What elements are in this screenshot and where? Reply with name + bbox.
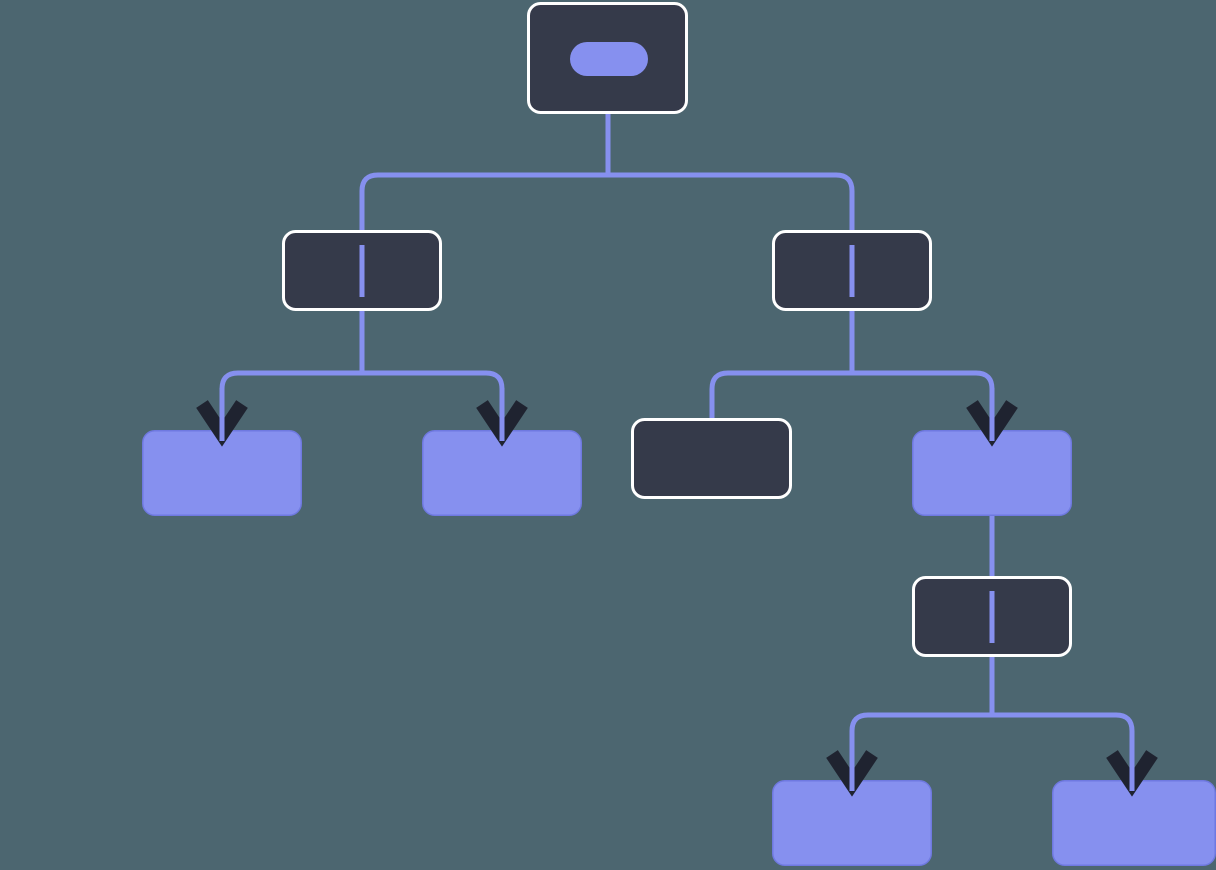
edge-n7-to-n9 [989, 643, 1135, 791]
node-n1-dark[interactable] [282, 230, 442, 311]
nodes-layer [142, 2, 1216, 866]
node-pill-glyph [570, 42, 648, 76]
edge-n0-to-n1 [359, 108, 611, 245]
node-n7-dark[interactable] [912, 576, 1072, 657]
node-n2-dark[interactable] [772, 230, 932, 311]
node-n5-dark[interactable] [631, 418, 792, 499]
node-body [631, 418, 792, 499]
node-n0-dark[interactable] [527, 2, 688, 114]
edge-tips-layer [219, 388, 1135, 791]
edges-layer [219, 108, 1135, 791]
edge-n7-to-n8 [849, 643, 995, 791]
edge-n0-to-n2 [605, 108, 855, 245]
edge-n2-to-n5 [709, 297, 855, 418]
